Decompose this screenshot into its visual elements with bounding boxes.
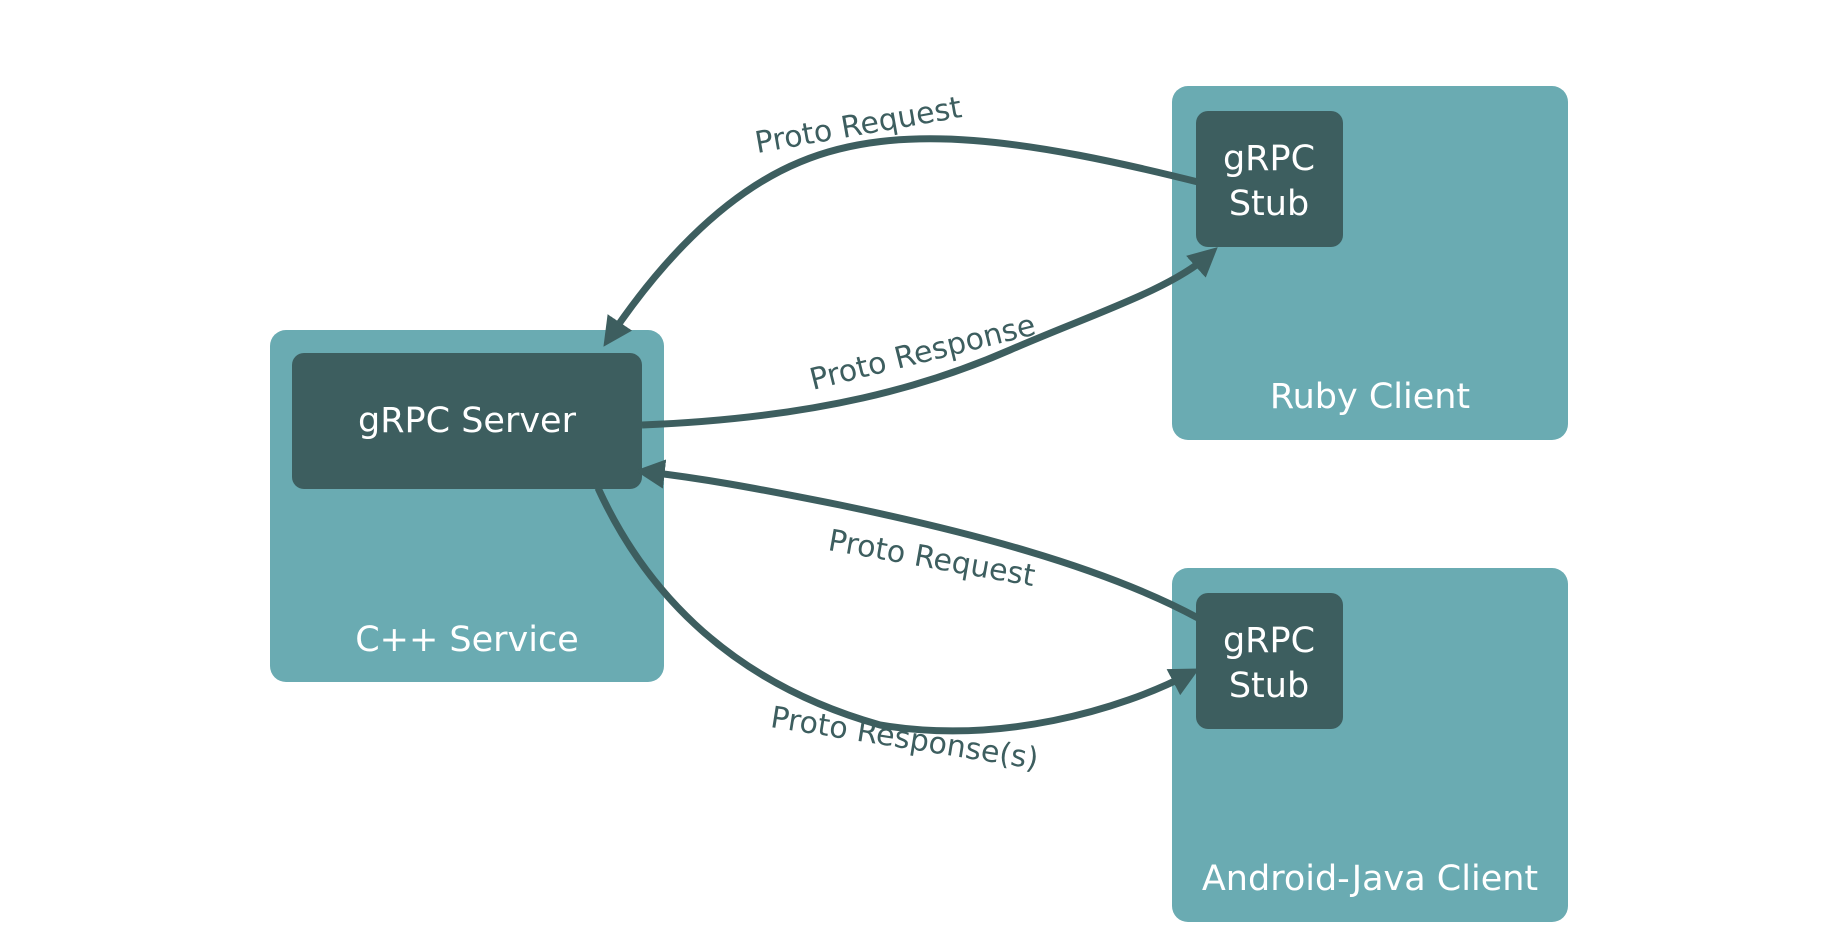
grpc-server-box	[292, 353, 642, 489]
ruby-client-label: Ruby Client	[1270, 377, 1470, 417]
cpp-service-label: C++ Service	[355, 620, 579, 660]
ruby-grpc-stub-box	[1196, 111, 1343, 247]
cpp-service-node: gRPC Server C++ Service	[270, 330, 664, 682]
ruby-client-node: gRPC Stub Ruby Client	[1172, 86, 1568, 440]
ruby-grpc-stub-label-line2: Stub	[1229, 184, 1309, 224]
android-request-label: Proto Request	[826, 523, 1038, 594]
android-client-node: gRPC Stub Android-Java Client	[1172, 568, 1568, 922]
ruby-grpc-stub-label-line1: gRPC	[1223, 139, 1315, 179]
android-client-label: Android-Java Client	[1202, 859, 1538, 899]
android-response-label: Proto Response(s)	[768, 700, 1041, 777]
android-grpc-stub-label-line2: Stub	[1229, 666, 1309, 706]
ruby-request-arrow	[603, 135, 1199, 347]
android-grpc-stub-label-line1: gRPC	[1223, 621, 1315, 661]
android-response-arrow	[594, 486, 1200, 735]
ruby-response-arrow	[641, 247, 1218, 429]
android-request-arrow	[635, 459, 1200, 622]
grpc-server-label: gRPC Server	[358, 401, 577, 441]
android-grpc-stub-box	[1196, 593, 1343, 729]
ruby-request-label: Proto Request	[752, 90, 964, 161]
